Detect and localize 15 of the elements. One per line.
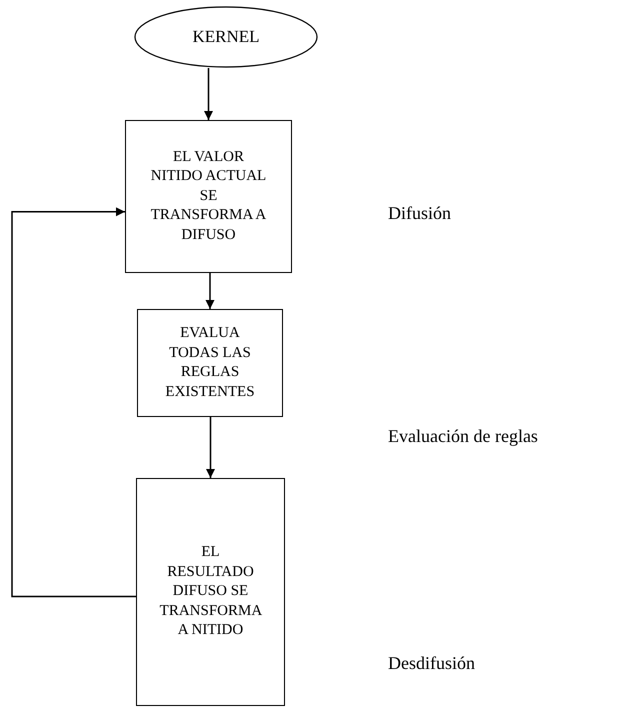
arrow	[206, 273, 214, 309]
node-label: EVALUA TODAS LAS REGLAS EXISTENTES	[164, 324, 256, 402]
process-box	[136, 478, 285, 706]
node-label: EL VALOR NITIDO ACTUAL SE TRANSFORMA A DIFUSO	[150, 148, 267, 245]
arrow	[11, 207, 136, 598]
arrow	[204, 68, 213, 120]
node-label: KERNEL	[192, 26, 260, 48]
process-box	[137, 309, 283, 417]
start-oval	[134, 6, 318, 68]
process-box	[125, 120, 292, 273]
step-label: Desdifusión	[388, 653, 475, 674]
step-label: Difusión	[388, 203, 451, 224]
node-label: EL RESULTADO DIFUSO SE TRANSFORMA A NITIDO	[160, 543, 262, 640]
step-label: Evaluación de reglas	[388, 426, 538, 447]
arrow	[206, 417, 215, 478]
